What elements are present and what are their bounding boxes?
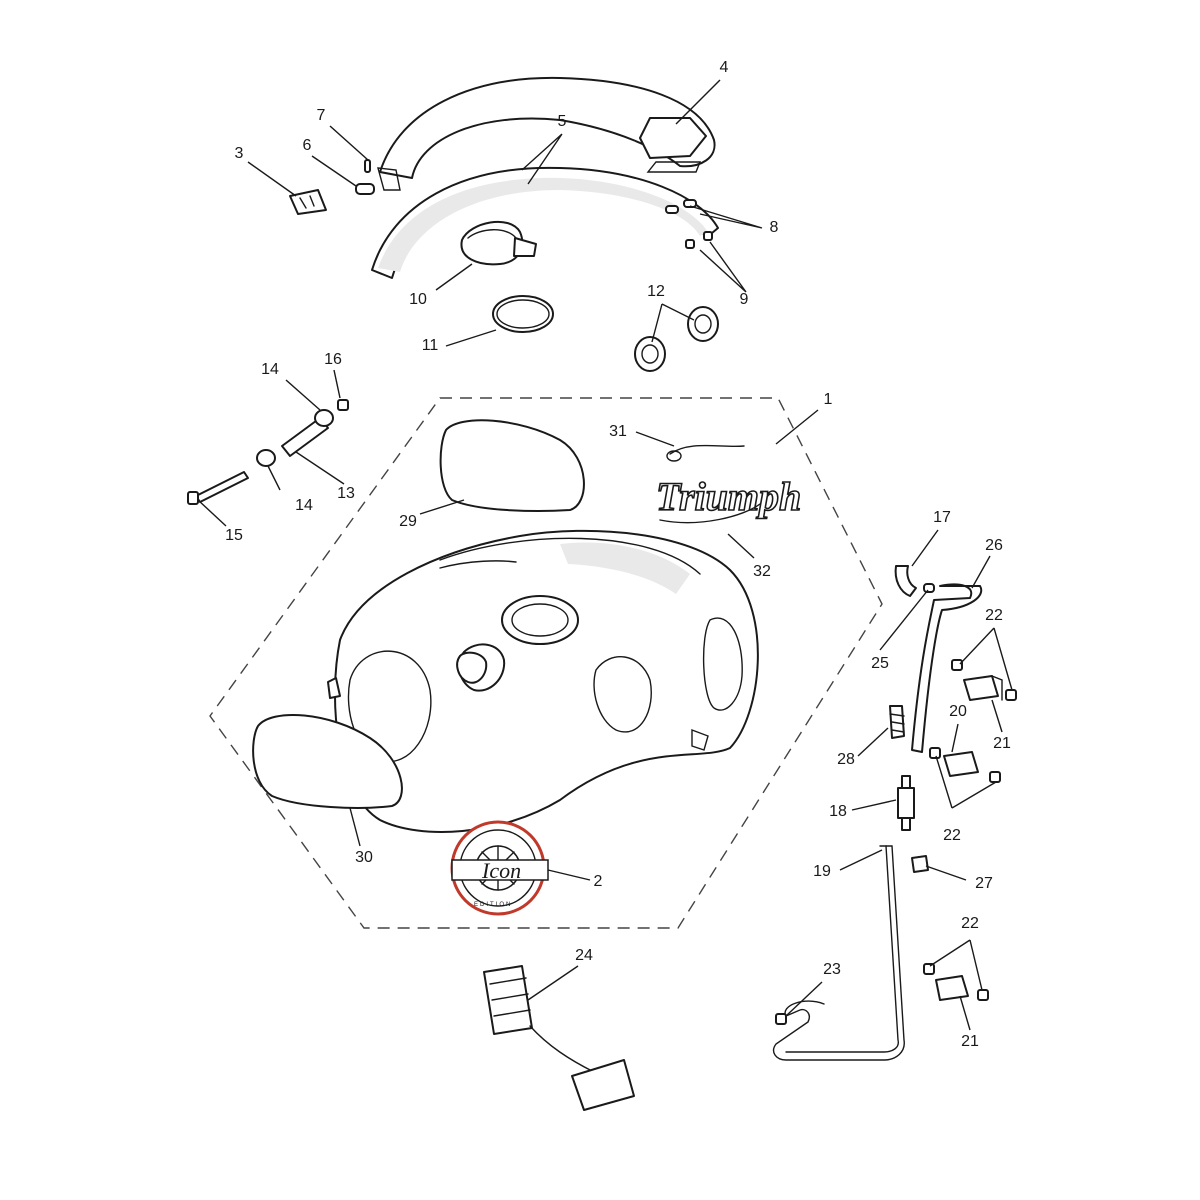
part-12-rubber-mounts: [634, 306, 719, 372]
callout-labels: 1 2 3 4 5 6 7 8 9 10 11 12 13 14 14 15 1…: [225, 59, 1011, 1050]
callout-22-lower: 22: [961, 915, 979, 932]
part-21-bracket-lower: [935, 975, 969, 1001]
part-27-clip: [911, 855, 929, 873]
callout-22-middle: 22: [943, 827, 961, 844]
callout-9: 9: [740, 291, 749, 308]
part-8-fasteners: [665, 199, 697, 214]
callout-10: 10: [409, 291, 427, 308]
callout-15: 15: [225, 527, 243, 544]
tank-assembly-boundary: [209, 397, 883, 929]
part-28-spring: [889, 705, 905, 739]
callout-22-upper: 22: [985, 607, 1003, 624]
callout-20: 20: [949, 703, 967, 720]
badge-script-text: Icon: [481, 858, 521, 883]
triumph-logo-text: Triumph: [656, 474, 801, 519]
badge-edition-text: EDITION: [474, 902, 512, 908]
callout-21-upper: 21: [993, 735, 1011, 752]
part-29-knee-pad: [439, 419, 585, 512]
callout-16: 16: [324, 351, 342, 368]
part-14-washer-lower: [256, 449, 276, 467]
part-16-nut: [337, 399, 349, 411]
callout-11: 11: [422, 337, 439, 354]
callout-6: 6: [303, 137, 312, 154]
part-18-fuel-filter: [897, 775, 915, 831]
callout-26: 26: [985, 537, 1003, 554]
part-22-fasteners-upper: [951, 659, 1017, 701]
callout-4: 4: [720, 59, 729, 76]
part-22-fasteners-lower: [923, 963, 989, 1001]
callout-2: 2: [594, 873, 603, 890]
leader-lines: [197, 79, 1013, 1031]
part-15-bolt: [187, 471, 249, 505]
callout-8: 8: [770, 219, 779, 236]
part-3-clip: [289, 189, 327, 215]
part-30-knee-pad: [252, 713, 403, 809]
part-9-nuts: [685, 231, 713, 249]
part-10-fuel-cap: [460, 220, 537, 266]
callout-14-upper: 14: [261, 361, 279, 378]
part-21-bracket-upper: [963, 675, 1003, 701]
part-20-bracket: [929, 747, 1001, 783]
callout-12: 12: [647, 283, 665, 300]
part-32-triumph-logo: Triumph: [655, 473, 802, 524]
part-11-seal-ring: [492, 295, 554, 333]
part-2-icon-edition-badge: Icon EDITION: [450, 820, 549, 916]
part-14-washer-upper: [314, 409, 334, 427]
fuel-tank-body: [327, 529, 759, 833]
part-17-hose: [894, 565, 917, 597]
part-4-top-panel: [377, 76, 716, 191]
part-24-connector: [483, 965, 635, 1111]
part-25-clip: [923, 583, 935, 593]
part-19-fuel-hose: [772, 845, 905, 1061]
callout-1: 1: [824, 391, 833, 408]
callout-30: 30: [355, 849, 373, 866]
callout-24: 24: [575, 947, 593, 964]
part-13-sleeve: [281, 417, 329, 457]
part-31-cable-tie: [666, 444, 745, 462]
callout-27: 27: [975, 875, 993, 892]
callout-25: 25: [871, 655, 889, 672]
callout-14-lower: 14: [295, 497, 313, 514]
callout-5: 5: [558, 113, 567, 130]
callout-18: 18: [829, 803, 847, 820]
callout-21-lower: 21: [961, 1033, 979, 1050]
callout-17: 17: [933, 509, 951, 526]
callout-13: 13: [337, 485, 355, 502]
callout-19: 19: [813, 863, 831, 880]
callout-23: 23: [823, 961, 841, 978]
part-26-breather-tube: [911, 583, 983, 753]
part-6-spacer: [355, 183, 375, 195]
part-23-clip: [775, 1013, 787, 1025]
callout-32: 32: [753, 563, 771, 580]
callout-3: 3: [235, 145, 244, 162]
part-5-stripes: [371, 166, 719, 279]
callout-28: 28: [837, 751, 855, 768]
callout-31: 31: [609, 423, 627, 440]
part-7-screw: [364, 159, 371, 173]
callout-7: 7: [317, 107, 326, 124]
callout-29: 29: [399, 513, 417, 530]
